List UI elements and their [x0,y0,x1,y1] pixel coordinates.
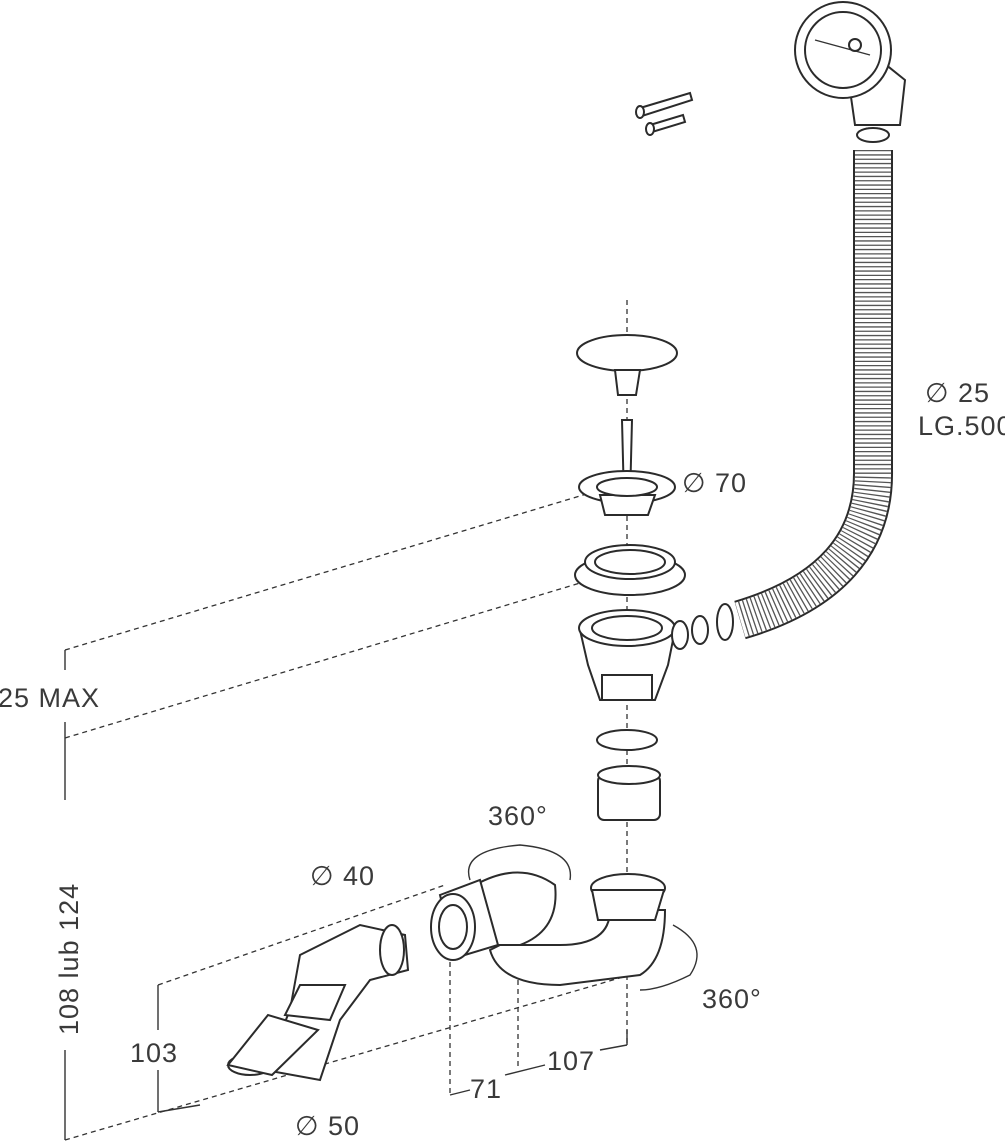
outlet-diameter-label: ∅ 40 [310,861,375,891]
rotation-bottom-label: 360° [702,984,762,1014]
offset-b-label: 107 [547,1046,595,1076]
screws [635,91,694,136]
plug-cap [576,334,678,501]
pipe-diameter-label: ∅ 50 [295,1111,360,1141]
thickness-max-label: 25 MAX [0,683,100,713]
hose-diameter-label: ∅ 25 [925,378,990,408]
outlet-height-label: 103 [130,1038,178,1068]
rotation-top-label: 360° [488,801,548,831]
overflow-head [794,1,907,143]
drain-body [578,609,689,701]
outlet-pipe [226,923,410,1082]
nut-connector [597,765,661,821]
hose-length-label: LG.500 [918,411,1005,441]
gasket [574,544,686,596]
offset-a-label: 71 [470,1074,502,1104]
height-label: 108 lub 124 [54,883,84,1035]
rotation-arrows [468,844,698,991]
flexible-hose [691,150,894,645]
washer [596,729,658,751]
drain-flange [578,470,676,516]
siphon-trap [430,871,667,987]
plug-diameter-label: ∅ 70 [682,468,747,498]
